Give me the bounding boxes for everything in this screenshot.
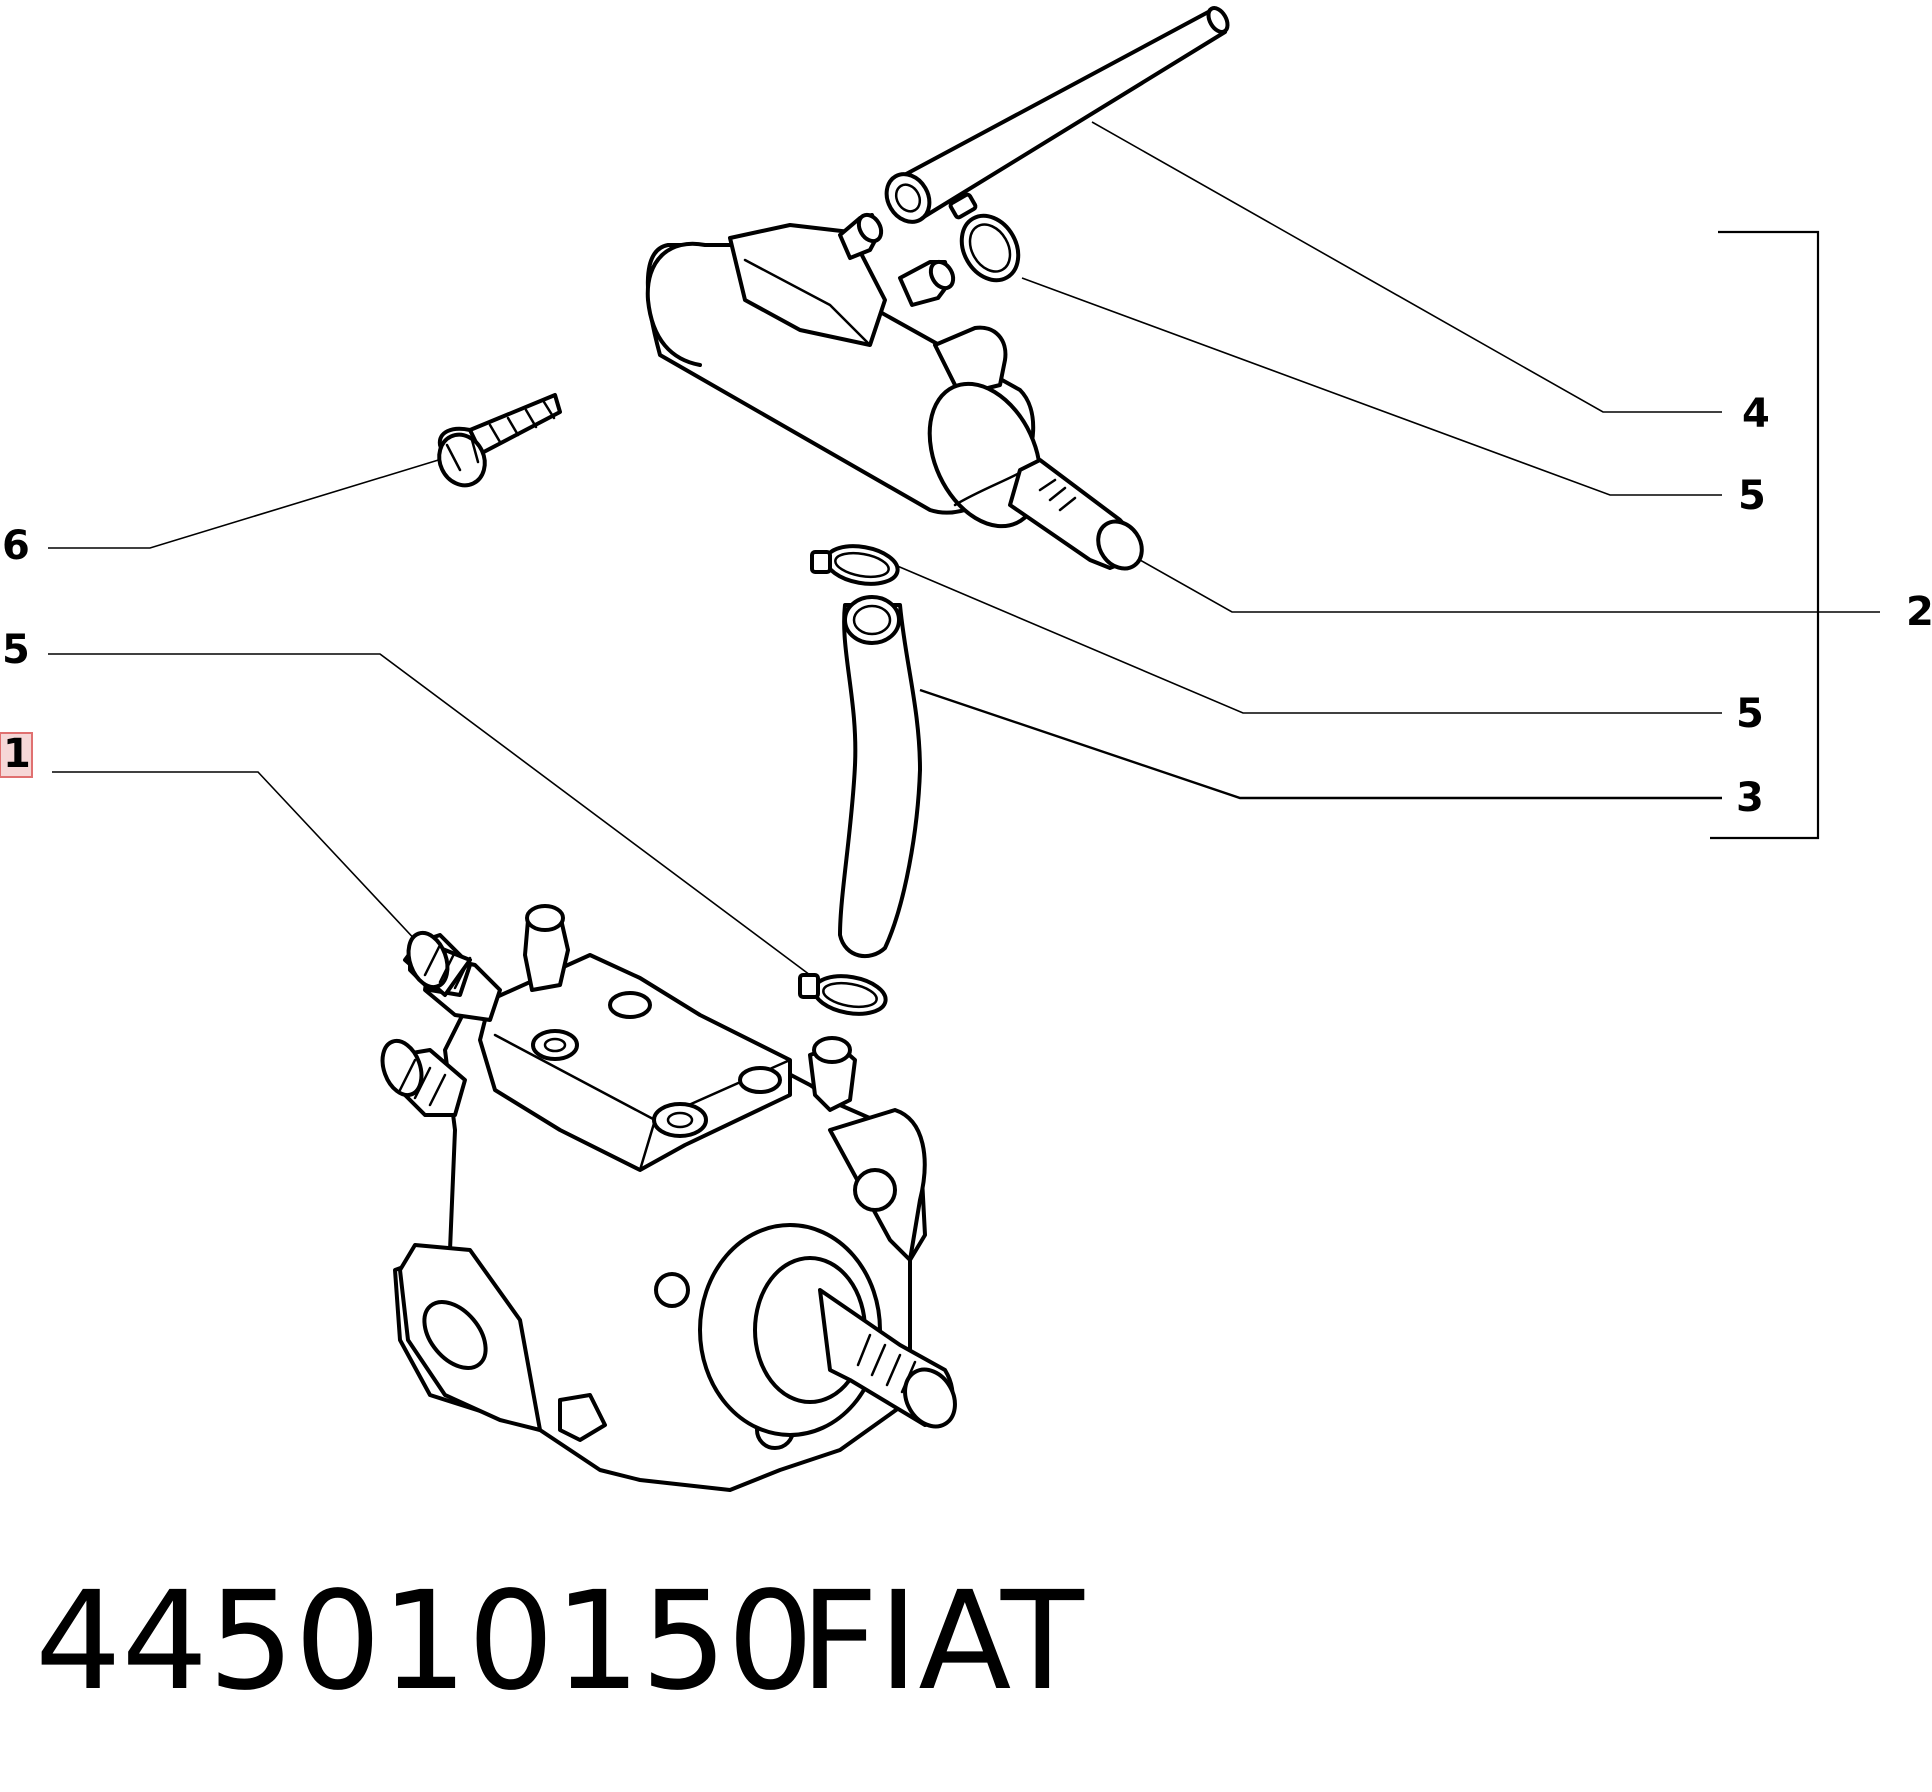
callout-2: 2: [1906, 589, 1932, 635]
cap-screws: [531, 991, 782, 1138]
leader-5-left: [48, 653, 811, 976]
hose-clamp-lower-part-5: [798, 973, 888, 1016]
hose-bent-part-3: [838, 595, 922, 958]
leader-6: [48, 457, 446, 549]
leader-3: [919, 688, 1722, 800]
callout-5-mid: 5: [1736, 691, 1764, 737]
caption-brand: FIAT: [800, 1563, 1085, 1721]
leader-5-upper: [1021, 277, 1722, 496]
leader-lines: [48, 121, 1880, 976]
caption: 445010150 FIAT: [35, 1563, 1085, 1721]
callout-1[interactable]: 1: [3, 731, 31, 777]
leader-4: [1091, 121, 1722, 413]
hose-straight-part-4: [884, 6, 1230, 224]
callout-5-left: 5: [2, 627, 30, 673]
fuel-filter-part-2: [645, 212, 1144, 571]
hose-clamp-mid-part-5: [810, 544, 900, 586]
assembly-bracket: [1710, 230, 1820, 840]
leader-2: [1139, 559, 1880, 613]
fuel-pump-part-1: [380, 904, 957, 1492]
leader-5-mid: [894, 564, 1722, 714]
callout-3: 3: [1736, 775, 1764, 821]
caption-part-number: 445010150: [35, 1563, 814, 1721]
callout-5-upper: 5: [1738, 473, 1766, 519]
leader-1: [52, 771, 421, 946]
callout-labels: 4 5 2 5 3 6 5 1: [0, 391, 1932, 821]
hose-clamp-upper-part-5: [948, 192, 1021, 283]
callout-6: 6: [2, 523, 30, 569]
callout-1-highlight: [0, 732, 33, 778]
bolt-part-6: [437, 393, 562, 488]
callout-4: 4: [1742, 391, 1770, 437]
